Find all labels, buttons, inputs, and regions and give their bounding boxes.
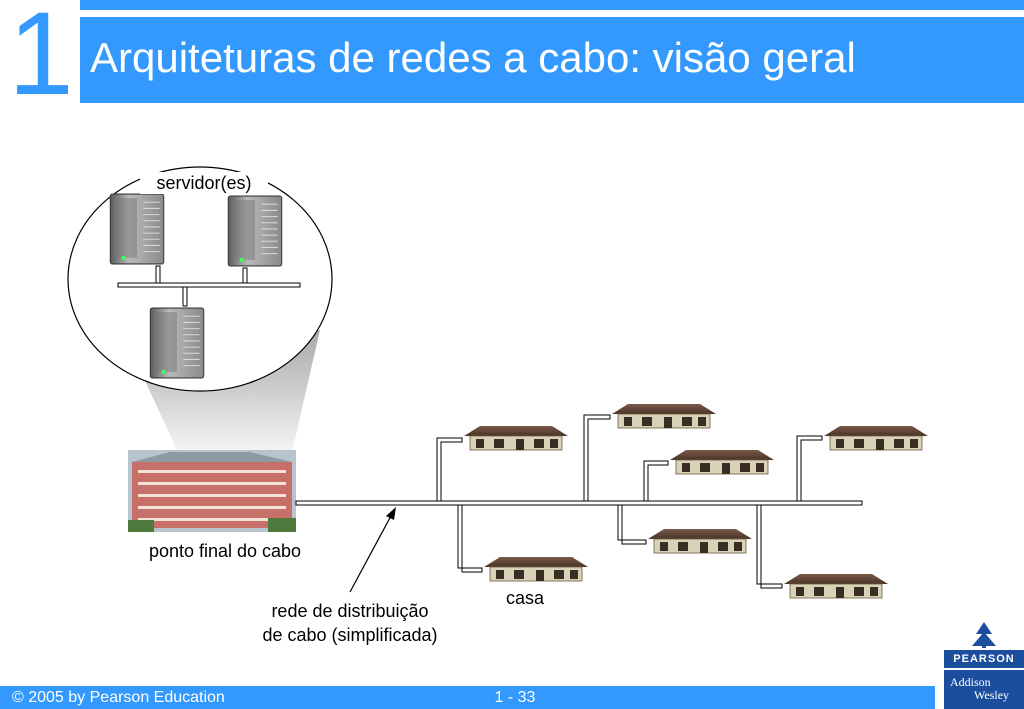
arrow-head bbox=[386, 507, 396, 520]
house-icon bbox=[647, 528, 753, 554]
chapter-number: 1 bbox=[8, 0, 74, 120]
house-icon bbox=[823, 425, 929, 451]
home-label: casa bbox=[505, 588, 545, 608]
house-icon bbox=[611, 403, 717, 429]
distribution-cable bbox=[295, 414, 863, 589]
distribution-label-line1: rede de distribuição bbox=[271, 601, 429, 621]
house-icon bbox=[483, 556, 589, 582]
distribution-label-line2: de cabo (simplificada) bbox=[262, 625, 438, 645]
header-top-stripe bbox=[80, 0, 1024, 10]
footer-bar bbox=[0, 686, 935, 709]
pearson-logo: PEARSON Addison Wesley bbox=[944, 620, 1024, 709]
house-icon bbox=[669, 449, 775, 475]
footer-copyright: © 2005 by Pearson Education bbox=[12, 689, 225, 706]
server-tower-icon bbox=[227, 195, 283, 267]
house-icon bbox=[783, 573, 889, 599]
logo-brand: PEARSON bbox=[944, 650, 1024, 668]
servers-label: servidor(es) bbox=[140, 172, 268, 194]
pointer-arrow bbox=[349, 513, 393, 593]
server-lan bbox=[117, 265, 301, 307]
slide-title: Arquiteturas de redes a cabo: visão gera… bbox=[90, 34, 856, 81]
headend-label: ponto final do cabo bbox=[148, 541, 302, 561]
server-tower-icon bbox=[149, 307, 205, 379]
page-number: 1 - 33 bbox=[494, 689, 536, 706]
pearson-tree-icon bbox=[972, 622, 996, 648]
server-tower-icon bbox=[109, 193, 165, 265]
logo-imprint: Addison Wesley bbox=[944, 670, 1024, 709]
logo-imprint-line1: Addison bbox=[950, 675, 991, 689]
title-bar bbox=[80, 17, 1024, 103]
logo-imprint-line2: Wesley bbox=[974, 688, 1010, 702]
house-icon bbox=[463, 425, 569, 451]
office-building-icon bbox=[128, 450, 296, 532]
